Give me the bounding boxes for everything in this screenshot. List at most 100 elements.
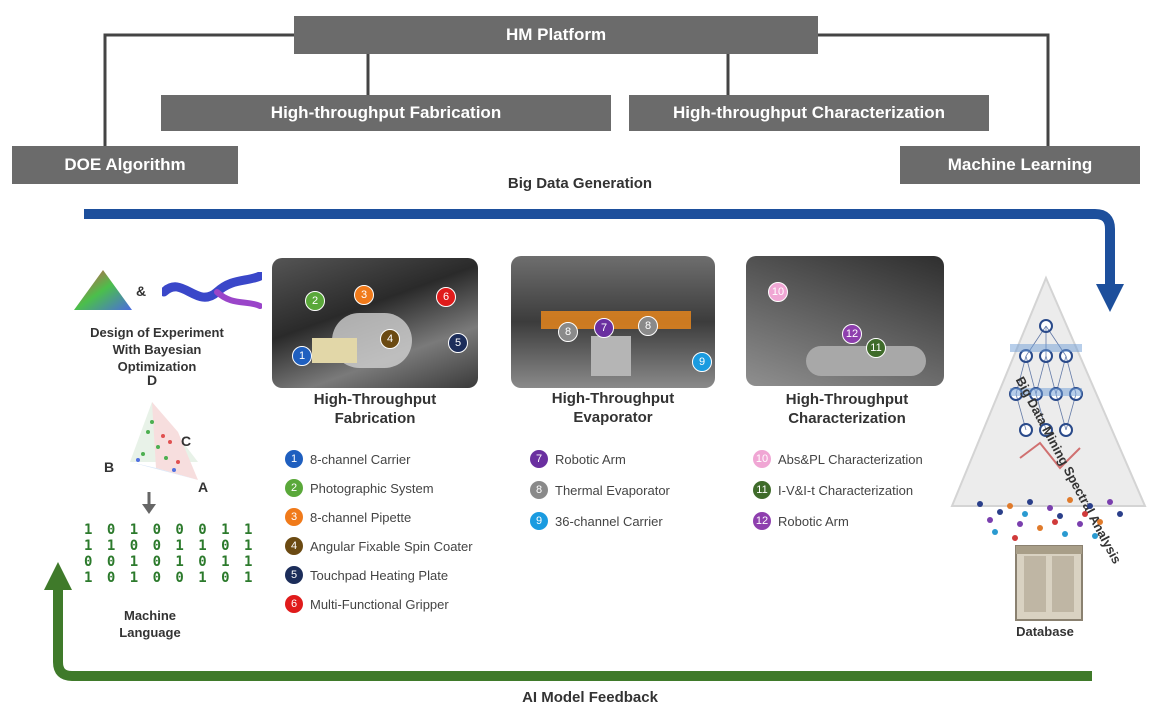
tri-label-c: C xyxy=(181,433,192,449)
legend-item: 10 Abs&PL Characterization xyxy=(753,448,923,470)
panel-title-evaporator: High-Throughput Evaporator xyxy=(502,389,724,427)
machine-learning-label: Machine Learning xyxy=(947,155,1093,174)
evaporator-legend: 7 Robotic Arm 8 Thermal Evaporator 9 36-chann… xyxy=(530,448,670,541)
down-arrow-icon xyxy=(142,492,156,514)
legend-number-badge: 11 xyxy=(753,481,771,499)
legend-item: 9 36-channel Carrier xyxy=(530,510,670,532)
binary-row: 0 0 1 0 1 0 1 1 xyxy=(84,554,256,570)
legend-label: Abs&PL Characterization xyxy=(778,451,923,467)
legend-number-badge: 8 xyxy=(530,481,548,499)
ampersand: & xyxy=(136,283,147,299)
legend-number-badge: 6 xyxy=(285,595,303,613)
panel-title-line1: High-Throughput xyxy=(313,391,437,408)
legend-label: Robotic Arm xyxy=(778,513,849,529)
badge-12: 12 xyxy=(842,324,862,344)
panel-title-line2: Fabrication xyxy=(334,410,416,427)
legend-number-badge: 3 xyxy=(285,508,303,526)
legend-label: Photographic System xyxy=(310,480,434,496)
evaporator-photo: 8 7 8 9 xyxy=(511,256,715,388)
badge-7: 7 xyxy=(594,318,614,338)
legend-label: Touchpad Heating Plate xyxy=(310,567,449,583)
badge-9: 9 xyxy=(692,352,712,372)
tri-label-b: B xyxy=(104,459,115,475)
legend-number-badge: 10 xyxy=(753,450,771,468)
binary-row: 1 1 0 0 1 1 0 1 xyxy=(84,538,256,554)
legend-number-badge: 5 xyxy=(285,566,303,584)
binary-block: 1 0 1 0 0 0 1 1 1 1 0 0 1 1 0 1 0 0 1 0 … xyxy=(84,522,255,586)
characterization-legend: 10 Abs&PL Characterization 11 I-V&I-t Chara… xyxy=(753,448,923,541)
doe-line-2: With Bayesian xyxy=(112,342,202,357)
legend-label: Multi-Functional Gripper xyxy=(310,596,449,612)
badge-6: 6 xyxy=(436,287,456,307)
legend-item: 1 8-channel Carrier xyxy=(285,448,473,470)
panel-title-line2: Evaporator xyxy=(573,409,653,426)
binary-row: 1 0 1 0 0 0 1 1 xyxy=(84,522,256,538)
characterization-label: High-throughput Characterization xyxy=(673,103,945,122)
legend-item: 3 8-channel Pipette xyxy=(285,506,473,528)
hm-platform-box: HM Platform xyxy=(294,16,818,54)
legend-label: Thermal Evaporator xyxy=(555,482,670,498)
doe-line-1: Design of Experiment xyxy=(90,325,224,340)
machine-language-label: Machine Language xyxy=(95,607,205,641)
badge-10: 10 xyxy=(768,282,788,302)
doe-description: Design of Experiment With Bayesian Optim… xyxy=(62,324,252,375)
legend-label: 8-channel Pipette xyxy=(310,509,412,525)
badge-8a: 8 xyxy=(558,322,578,342)
tetrahedron-plot-icon xyxy=(130,402,198,480)
badge-5: 5 xyxy=(448,333,468,353)
legend-number-badge: 12 xyxy=(753,512,771,530)
legend-number-badge: 4 xyxy=(285,537,303,555)
ternary-triangle-icon xyxy=(74,270,132,310)
doe-line-3: Optimization xyxy=(117,359,197,374)
legend-item: 4 Angular Fixable Spin Coater xyxy=(285,535,473,557)
panel-title-characterization: High-Throughput Characterization xyxy=(736,390,958,428)
binary-row: 1 0 1 0 0 1 0 1 xyxy=(84,570,256,586)
badge-4: 4 xyxy=(380,329,400,349)
legend-item: 6 Multi-Functional Gripper xyxy=(285,593,473,615)
hm-platform-label: HM Platform xyxy=(505,25,607,44)
wave-icon xyxy=(162,272,262,309)
legend-number-badge: 7 xyxy=(530,450,548,468)
legend-number-badge: 9 xyxy=(530,512,548,530)
legend-label: 36-channel Carrier xyxy=(555,513,663,529)
panel-title-line1: High-Throughput xyxy=(551,390,675,407)
legend-number-badge: 2 xyxy=(285,479,303,497)
legend-item: 2 Photographic System xyxy=(285,477,473,499)
fabrication-photo: 1 2 3 4 5 6 xyxy=(272,258,478,388)
badge-1: 1 xyxy=(292,346,312,366)
legend-label: Angular Fixable Spin Coater xyxy=(310,538,473,554)
legend-label: Robotic Arm xyxy=(555,451,626,467)
characterization-photo: 10 12 11 xyxy=(746,256,944,386)
badge-11: 11 xyxy=(866,338,886,358)
panel-title-line1: High-Throughput xyxy=(785,391,909,408)
doe-algorithm-box: DOE Algorithm xyxy=(12,146,238,184)
legend-label: 8-channel Carrier xyxy=(310,451,411,467)
fabrication-box: High-throughput Fabrication xyxy=(161,95,611,131)
legend-item: 11 I-V&I-t Characterization xyxy=(753,479,923,501)
tri-label-d: D xyxy=(147,372,158,388)
ai-model-feedback-label: AI Model Feedback xyxy=(522,689,658,706)
badge-2: 2 xyxy=(305,291,325,311)
machine-learning-box: Machine Learning xyxy=(900,146,1140,184)
panel-title-line2: Characterization xyxy=(788,410,906,427)
legend-item: 12 Robotic Arm xyxy=(753,510,923,532)
scatter-dots-icon xyxy=(977,497,1123,541)
legend-number-badge: 1 xyxy=(285,450,303,468)
legend-item: 7 Robotic Arm xyxy=(530,448,670,470)
legend-item: 5 Touchpad Heating Plate xyxy=(285,564,473,586)
big-data-generation-label: Big Data Generation xyxy=(507,175,653,192)
fabrication-label: High-throughput Fabrication xyxy=(270,103,502,122)
panel-title-fabrication: High-Throughput Fabrication xyxy=(262,390,488,428)
ml-line-1: Machine xyxy=(123,608,176,623)
database-label: Database xyxy=(1016,624,1074,639)
ml-line-2: Language xyxy=(119,625,181,640)
database-icon xyxy=(1015,545,1083,621)
badge-8b: 8 xyxy=(638,316,658,336)
badge-3: 3 xyxy=(354,285,374,305)
characterization-box: High-throughput Characterization xyxy=(629,95,989,131)
legend-item: 8 Thermal Evaporator xyxy=(530,479,670,501)
legend-label: I-V&I-t Characterization xyxy=(778,482,914,498)
data-mining-triangle xyxy=(950,275,1147,507)
